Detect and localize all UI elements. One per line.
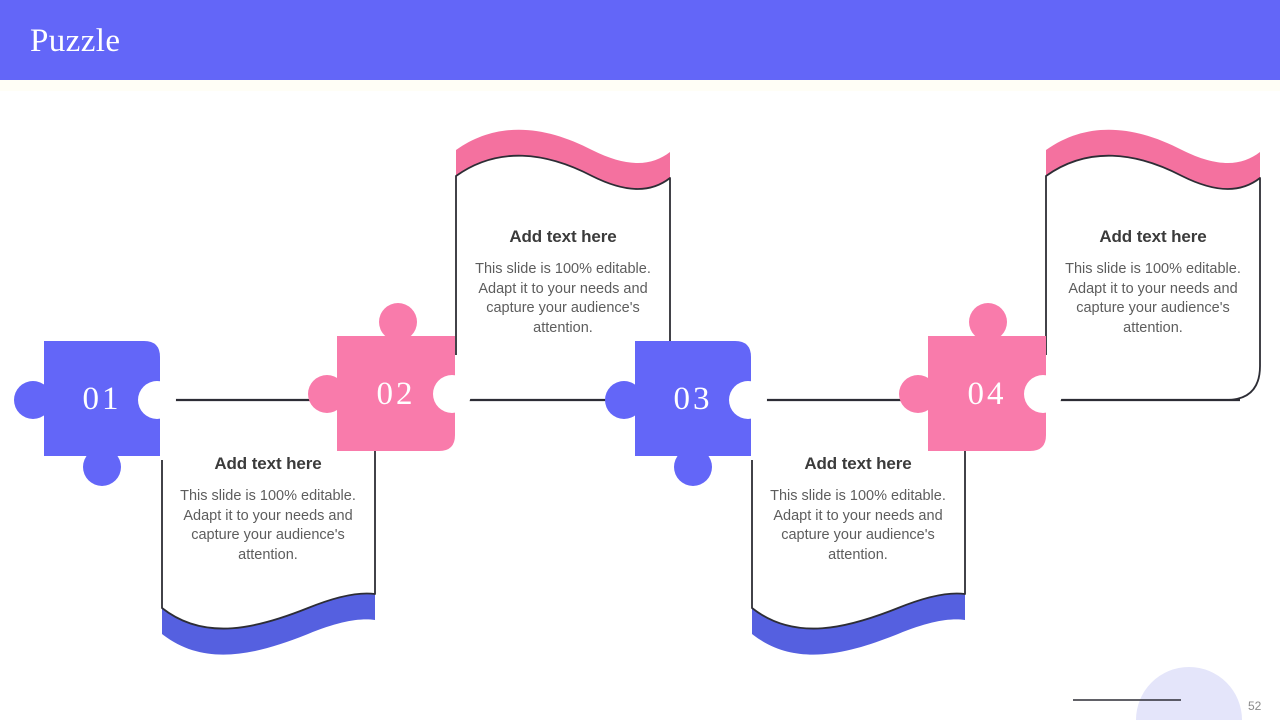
piece-02[interactable] — [308, 303, 471, 451]
piece-04[interactable] — [899, 303, 1062, 451]
callout-03: Add text here This slide is 100% editabl… — [751, 453, 965, 565]
piece-01-body — [44, 341, 160, 456]
piece-04-knob-top — [969, 303, 1007, 341]
piece-04-body — [928, 336, 1046, 451]
header-accent-strip — [0, 80, 1280, 91]
callout-01-outline — [161, 443, 376, 630]
callout-02-heading: Add text here — [509, 227, 617, 246]
piece-03-knob-bottom — [674, 448, 712, 486]
piece-01[interactable] — [14, 341, 176, 486]
callout-03-outline — [751, 443, 966, 630]
callout-01-body: This slide is 100% editable. Adapt it to… — [180, 488, 356, 563]
piece-02-body — [337, 336, 455, 451]
page-number: 52 — [1248, 699, 1262, 713]
piece-01-notch-right — [138, 381, 176, 419]
callout-02: Add text here This slide is 100% editabl… — [456, 226, 670, 338]
callout-01-wave — [162, 593, 375, 655]
page-title: Puzzle — [30, 23, 121, 59]
piece-03[interactable] — [605, 341, 767, 486]
callout-frame-03 — [751, 443, 966, 655]
callout-frame-04 — [1026, 129, 1261, 401]
callout-01-heading: Add text here — [214, 454, 322, 473]
callout-04-wave — [1046, 129, 1260, 189]
callout-03-body: This slide is 100% editable. Adapt it to… — [770, 488, 946, 563]
callout-frame-01 — [161, 443, 376, 655]
piece-02-notch-right — [433, 375, 471, 413]
callout-04-body: This slide is 100% editable. Adapt it to… — [1065, 261, 1241, 336]
piece-03-notch-right — [729, 381, 767, 419]
callout-02-outline — [455, 154, 671, 400]
piece-01-knob-bottom — [83, 448, 121, 486]
decorative-circle — [1136, 667, 1242, 720]
piece-01-number: 01 — [82, 381, 122, 417]
callout-02-body: This slide is 100% editable. Adapt it to… — [475, 261, 651, 336]
callout-frame-02 — [455, 129, 671, 400]
piece-03-number: 03 — [673, 381, 713, 417]
callout-02-wave — [456, 129, 670, 189]
callout-04: Add text here This slide is 100% editabl… — [1046, 226, 1260, 338]
callout-03-wave — [752, 593, 965, 655]
piece-04-notch-right — [1024, 375, 1062, 413]
callout-03-heading: Add text here — [804, 454, 912, 473]
piece-03-knob-left — [605, 381, 643, 419]
slide-header-bar — [0, 0, 1280, 80]
piece-02-knob-left — [308, 375, 346, 413]
callout-01: Add text here This slide is 100% editabl… — [161, 453, 375, 565]
piece-01-knob-left — [14, 381, 52, 419]
piece-03-body — [635, 341, 751, 456]
piece-04-knob-left — [899, 375, 937, 413]
callout-04-outline — [1026, 154, 1261, 401]
piece-04-number: 04 — [967, 376, 1007, 412]
piece-02-number: 02 — [376, 376, 416, 412]
piece-02-knob-top — [379, 303, 417, 341]
callout-04-heading: Add text here — [1099, 227, 1207, 246]
